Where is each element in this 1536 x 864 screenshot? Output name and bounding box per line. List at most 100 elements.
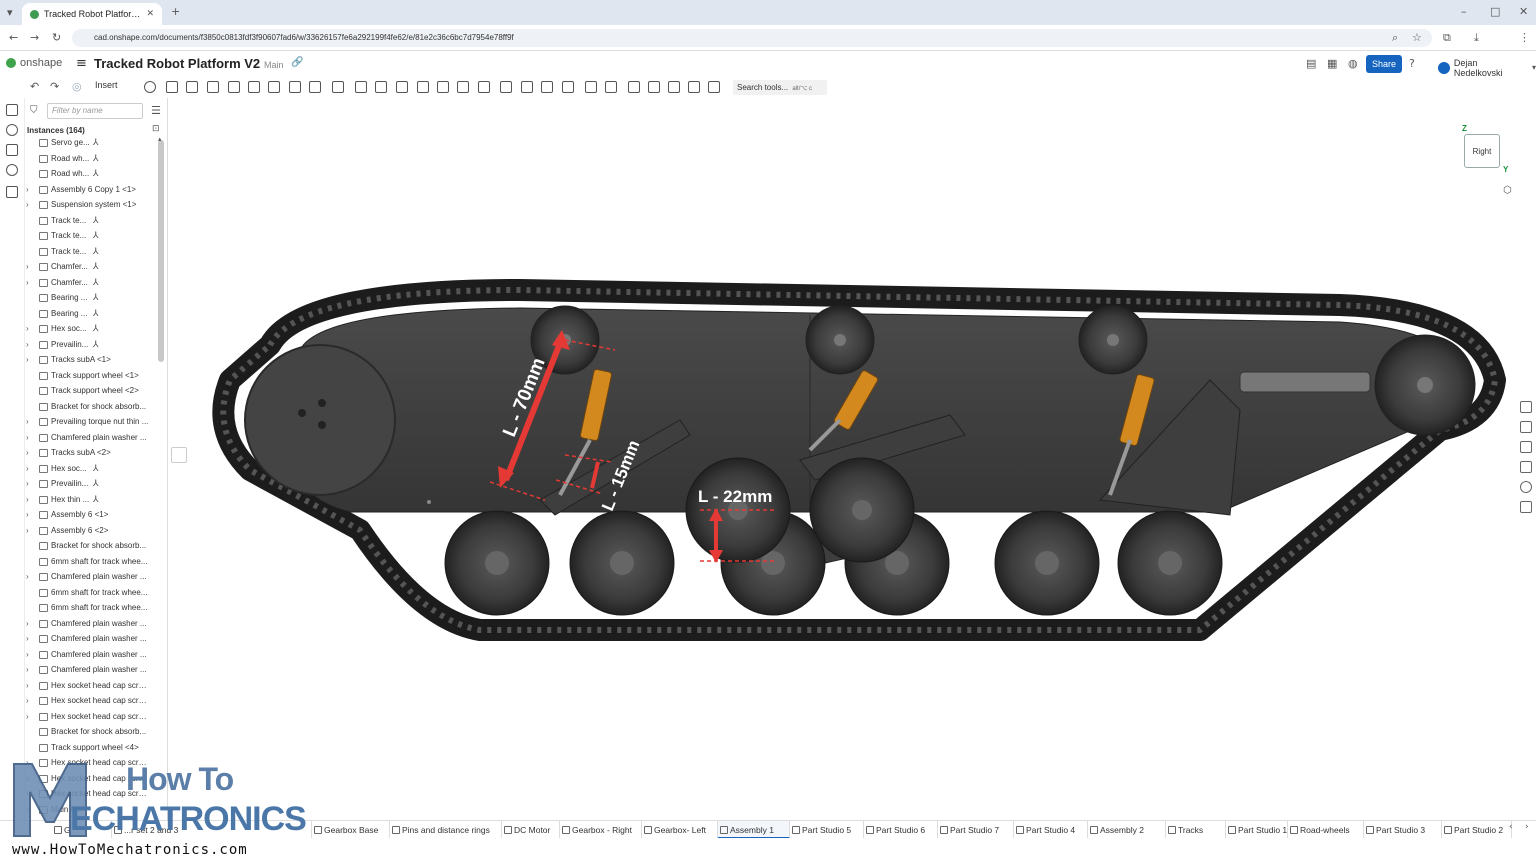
onshape-logo[interactable]: onshape — [6, 57, 62, 69]
expand-chevron-icon[interactable]: › — [26, 448, 29, 457]
expand-chevron-icon[interactable]: › — [26, 324, 29, 333]
instance-row[interactable]: ›Chamfered plain washer ... — [25, 647, 158, 663]
planar-mate-icon[interactable] — [228, 81, 240, 93]
gear-relation-icon[interactable] — [375, 81, 387, 93]
element-tab[interactable]: Part Studio 7 — [938, 821, 1014, 838]
expand-chevron-icon[interactable]: › — [26, 525, 29, 535]
instance-row[interactable]: ›Chamfered plain washer ... — [25, 662, 158, 678]
view-options-icon[interactable]: ⬡ — [1503, 185, 1512, 196]
appearance-icon[interactable] — [6, 144, 18, 156]
instance-row[interactable]: Track support wheel <4> — [25, 740, 158, 756]
workspace-label[interactable]: Main — [264, 60, 284, 70]
element-tab[interactable]: Part Studio 3 — [1364, 821, 1442, 838]
group-icon[interactable] — [457, 81, 469, 93]
hamburger-menu-icon[interactable]: ≡ — [76, 56, 87, 71]
user-menu[interactable]: Dejan Nedelkovski ▾ — [1438, 58, 1536, 78]
linear-pattern-icon[interactable] — [500, 81, 512, 93]
element-tab[interactable]: DC Motor — [502, 821, 560, 838]
instance-row[interactable]: ›Prevailin...⅄ — [25, 476, 158, 492]
tab-list-icon[interactable]: ▾ — [7, 6, 13, 19]
robot-model[interactable]: L - 70mm L - 15mm L - 22mm — [168, 98, 1514, 806]
document-title[interactable]: Tracked Robot Platform V2 — [94, 56, 261, 71]
animate-icon[interactable] — [628, 81, 640, 93]
configurations-icon[interactable] — [1520, 421, 1532, 433]
expand-chevron-icon[interactable]: › — [26, 277, 29, 287]
instance-row[interactable]: Track te...⅄ — [25, 244, 158, 260]
instance-row[interactable]: 6mm shaft for track whee... — [25, 585, 158, 601]
circular-pattern-icon[interactable] — [521, 81, 533, 93]
expand-chevron-icon[interactable]: › — [26, 432, 29, 442]
close-window-icon[interactable]: ✕ — [1519, 5, 1529, 18]
instance-row[interactable]: Bracket for shock absorb... — [25, 538, 158, 554]
bom-panel-icon[interactable] — [1520, 401, 1532, 413]
undo-icon[interactable]: ↶ — [30, 80, 40, 93]
element-tab[interactable]: Assembly 2 — [1088, 821, 1166, 838]
element-tab[interactable]: Part Studio 6 — [864, 821, 938, 838]
section-view-icon[interactable] — [585, 81, 597, 93]
element-tab[interactable]: Part Studio 2 — [1442, 821, 1512, 838]
expand-chevron-icon[interactable]: › — [26, 634, 29, 643]
help-icon[interactable]: ? — [1409, 57, 1415, 70]
instance-row[interactable]: ›Chamfered plain washer ... — [25, 631, 158, 647]
history-icon[interactable] — [6, 164, 18, 176]
screw-relation-icon[interactable] — [417, 81, 429, 93]
link-icon[interactable]: 🔗 — [291, 57, 304, 68]
revolute-mate-icon[interactable] — [186, 81, 198, 93]
replicate-icon[interactable] — [144, 81, 156, 93]
cylindrical-mate-icon[interactable] — [248, 81, 260, 93]
panel-scrollbar[interactable] — [158, 140, 164, 362]
instance-row[interactable]: 6mm shaft for track whee... — [25, 554, 158, 570]
instance-row[interactable]: 6mm shaft for track whee... — [25, 600, 158, 616]
element-tab[interactable]: Road-wheels — [1288, 821, 1364, 838]
tangent-mate-icon[interactable] — [332, 81, 344, 93]
instance-row[interactable]: Track support wheel <1> — [25, 368, 158, 384]
rack-pinion-icon[interactable] — [396, 81, 408, 93]
instance-row[interactable]: Road wh...⅄ — [25, 166, 158, 182]
forward-icon[interactable]: → — [30, 31, 40, 44]
ball-mate-icon[interactable] — [289, 81, 301, 93]
instance-row[interactable]: ›Prevailing torque nut thin ... — [25, 414, 158, 430]
instance-row[interactable]: ›Chamfered plain washer ... — [25, 569, 158, 585]
expand-chevron-icon[interactable]: › — [26, 184, 29, 194]
element-tab[interactable]: Gearbox Base — [312, 821, 390, 838]
expand-chevron-icon[interactable]: › — [26, 494, 29, 504]
instance-row[interactable]: ›Assembly 6 <2> — [25, 523, 158, 539]
instance-row[interactable]: ›Assembly 6 Copy 1 <1> — [25, 182, 158, 198]
render-icon[interactable]: ◍ — [1348, 57, 1358, 70]
interference-icon[interactable] — [688, 81, 700, 93]
instance-row[interactable]: ›Chamfered plain washer ... — [25, 430, 158, 446]
instance-row[interactable]: ›Chamfer...⅄ — [25, 275, 158, 291]
element-tab[interactable]: Tracks — [1166, 821, 1226, 838]
instance-row[interactable]: Bearing ...⅄ — [25, 306, 158, 322]
expand-chevron-icon[interactable]: › — [26, 665, 29, 674]
expand-chevron-icon[interactable]: › — [26, 618, 29, 628]
instance-row[interactable]: ›Tracks subA <2> — [25, 445, 158, 461]
instance-row[interactable]: Bracket for shock absorb... — [25, 399, 158, 415]
instance-row[interactable]: ›Suspension system <1> — [25, 197, 158, 213]
expand-chevron-icon[interactable]: › — [26, 711, 29, 721]
reload-icon[interactable]: ↻ — [52, 31, 62, 44]
mass-properties-icon[interactable] — [1520, 461, 1532, 473]
explode-icon[interactable] — [478, 81, 490, 93]
element-tab[interactable]: Part Studio 4 — [1014, 821, 1088, 838]
expand-chevron-icon[interactable]: › — [26, 417, 29, 426]
element-tab[interactable]: Gearbox- Left — [642, 821, 718, 838]
browser-tab[interactable]: Tracked Robot Platform V2 | As ✕ — [22, 3, 162, 25]
replace-icon[interactable] — [562, 81, 574, 93]
instance-row[interactable]: Track te...⅄ — [25, 213, 158, 229]
bom-icon[interactable] — [6, 186, 18, 198]
expand-chevron-icon[interactable]: › — [26, 649, 29, 659]
element-tab[interactable]: Part Studio 1 — [1226, 821, 1288, 838]
expand-chevron-icon[interactable]: › — [26, 758, 29, 767]
expand-chevron-icon[interactable]: › — [26, 572, 29, 581]
instance-row[interactable]: ›Hex socket head cap scre... — [25, 678, 158, 694]
tabs-scroll-left-icon[interactable]: ‹ — [1509, 822, 1513, 832]
share-button[interactable]: Share — [1366, 55, 1402, 73]
pin-slot-mate-icon[interactable] — [268, 81, 280, 93]
view-cube[interactable]: Right — [1464, 134, 1500, 168]
instance-row[interactable]: ›Hex soc...⅄ — [25, 461, 158, 477]
search-tools-input[interactable]: Search tools... alt/⌥ c — [733, 80, 827, 95]
linear-relation-icon[interactable] — [437, 81, 449, 93]
list-view-icon[interactable]: ☰ — [151, 104, 161, 117]
bookmark-star-icon[interactable]: ☆ — [1412, 31, 1422, 44]
